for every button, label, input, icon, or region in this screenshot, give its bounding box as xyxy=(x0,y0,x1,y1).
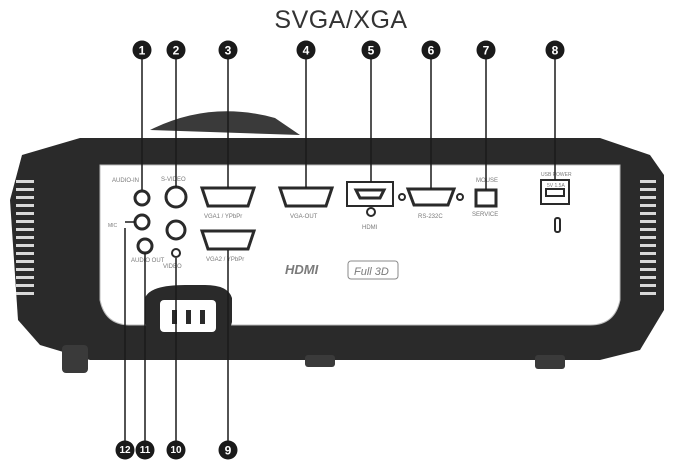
port-label-group: AUDIO-IN S-VIDEO VGA1 / YPbPr VGA-OUT HD… xyxy=(108,172,572,280)
hdmi-screw xyxy=(366,207,376,217)
security-lock-slot xyxy=(554,217,561,233)
audio-in-port xyxy=(133,189,151,207)
label-usb-power: USB POWER xyxy=(541,172,572,178)
label-service: SERVICE xyxy=(472,212,498,218)
power-inlet xyxy=(145,285,232,342)
label-mouse: MOUSE xyxy=(476,178,498,184)
callout-2: 2 xyxy=(166,40,186,60)
callout-number-1: 1 xyxy=(139,44,146,58)
left-foot xyxy=(62,345,88,373)
label-vga2: VGA2 / YPbPr xyxy=(206,257,244,263)
callout-number-2: 2 xyxy=(173,44,180,58)
callout-4: 4 xyxy=(296,40,316,60)
callout-circle-5 xyxy=(361,40,381,60)
callout-9: 9 xyxy=(218,440,238,460)
left-vent xyxy=(16,180,34,295)
callout-11: 11 xyxy=(135,440,155,460)
callout-3: 3 xyxy=(218,40,238,60)
callout-7: 7 xyxy=(476,40,496,60)
callout-10: 10 xyxy=(166,440,186,460)
full3d-logo-frame xyxy=(347,260,399,280)
callout-circle-11 xyxy=(135,440,155,460)
callout-circle-8 xyxy=(545,40,565,60)
label-vga1: VGA1 / YPbPr xyxy=(204,214,242,220)
label-video: VIDEO xyxy=(163,264,182,270)
callout-number-5: 5 xyxy=(368,44,375,58)
callout-number-6: 6 xyxy=(428,44,435,58)
leader-lines xyxy=(124,58,556,442)
callout-circle-9 xyxy=(218,440,238,460)
callout-number-4: 4 xyxy=(303,44,310,58)
callout-number-9: 9 xyxy=(225,444,232,458)
video-small-port xyxy=(171,248,181,258)
callout-number-11: 11 xyxy=(140,445,151,456)
vga1-port xyxy=(199,186,257,208)
callout-circle-4 xyxy=(296,40,316,60)
callout-5: 5 xyxy=(361,40,381,60)
callout-number-3: 3 xyxy=(225,44,232,58)
callout-circle-12 xyxy=(115,440,135,460)
vga2-port xyxy=(199,229,257,251)
hdmi-port xyxy=(346,181,394,207)
full3d-logo: Full 3D xyxy=(354,266,389,278)
label-rs232c: RS-232C xyxy=(418,214,443,220)
label-mic: MIC xyxy=(108,223,118,229)
label-audio-out: AUDIO OUT xyxy=(131,258,165,264)
callout-circle-7 xyxy=(476,40,496,60)
callout-number-10: 10 xyxy=(170,445,182,456)
callout-1: 1 xyxy=(132,40,152,60)
callout-6: 6 xyxy=(421,40,441,60)
label-s-video: S-VIDEO xyxy=(161,177,186,183)
label-hdmi: HDMI xyxy=(362,225,378,231)
hdmi-logo: HDMI xyxy=(285,262,319,277)
callout-8: 8 xyxy=(545,40,565,60)
callout-number-8: 8 xyxy=(552,44,559,58)
right-vent xyxy=(640,180,656,295)
callout-circle-3 xyxy=(218,40,238,60)
callout-circle-10 xyxy=(166,440,186,460)
callout-circle-6 xyxy=(421,40,441,60)
callout-circle-1 xyxy=(132,40,152,60)
callout-12: 12 xyxy=(115,440,135,460)
vga-out-port xyxy=(277,186,335,208)
label-audio-in: AUDIO-IN xyxy=(112,178,139,184)
diagram-title: SVGA/XGA xyxy=(274,6,408,34)
center-foot xyxy=(305,355,335,367)
callout-number-7: 7 xyxy=(483,44,490,58)
callout-circle-2 xyxy=(166,40,186,60)
label-vga-out: VGA-OUT xyxy=(290,214,318,220)
rs232c-port xyxy=(405,187,457,207)
right-foot xyxy=(535,355,565,369)
label-usb-power-sub: 5V 1.5A xyxy=(547,183,565,189)
video-port xyxy=(165,219,187,241)
callout-number-12: 12 xyxy=(119,445,131,456)
